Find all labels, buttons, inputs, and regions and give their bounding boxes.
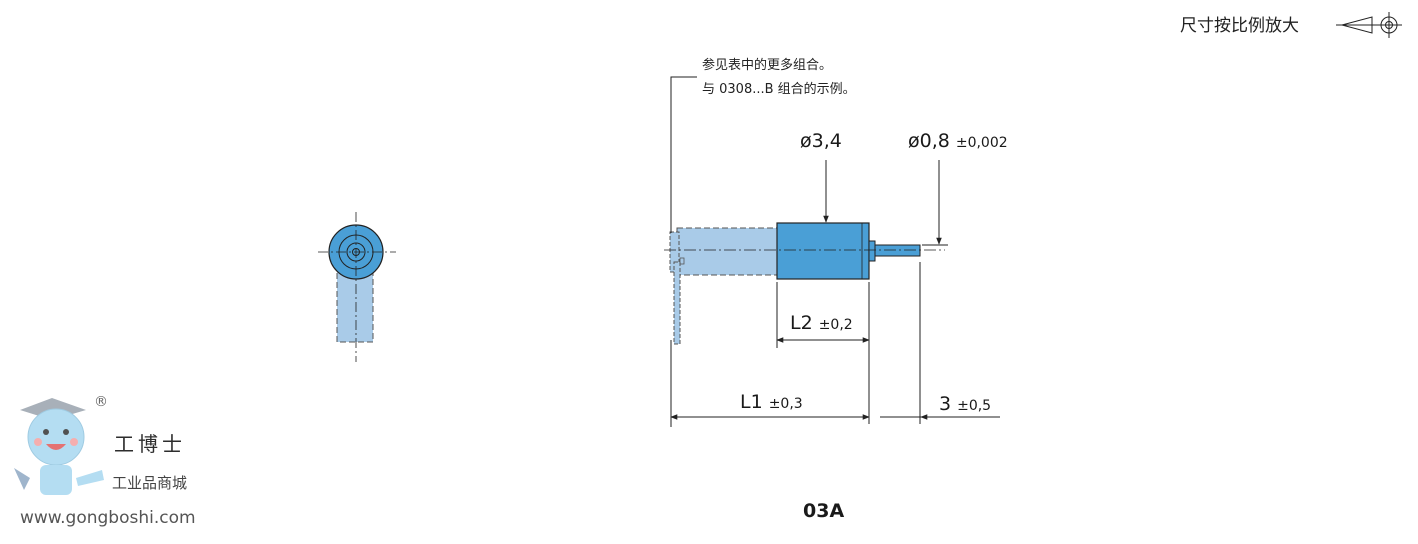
dim-l2-value: L2 — [790, 312, 813, 334]
watermark-subtitle: 工业品商城 — [112, 474, 188, 492]
dim-l1-tol: ±0,3 — [768, 396, 803, 412]
dimension-lines — [670, 160, 1000, 427]
dim-body-diameter-value: ø3,4 — [800, 130, 842, 152]
dim-l2-tol: ±0,2 — [818, 317, 853, 333]
dim-shaft-length-value: 3 — [939, 393, 952, 415]
dim-body-diameter: ø3,4 — [800, 130, 842, 152]
dim-l1-value: L1 — [740, 391, 763, 413]
watermark-brand: 工博士 — [114, 432, 186, 456]
note-line-1: 参见表中的更多组合。 — [702, 58, 833, 73]
model-label: 03A — [803, 500, 845, 522]
dim-shaft-diameter: ø0,8 ±0,002 — [908, 130, 1008, 152]
motor-shaft — [874, 244, 921, 257]
note-leader — [670, 76, 697, 233]
front-view — [318, 212, 396, 362]
projection-symbol-icon — [1336, 12, 1402, 38]
watermark-url: www.gongboshi.com — [20, 508, 196, 528]
mascot-logo-icon — [14, 398, 104, 495]
dim-l1: L1 ±0,3 — [740, 391, 803, 413]
note-line-2: 与 0308...B 组合的示例。 — [702, 82, 856, 97]
dim-l2: L2 ±0,2 — [790, 312, 853, 334]
registered-mark: ® — [94, 394, 108, 410]
dim-shaft-length: 3 ±0,5 — [939, 393, 991, 415]
motor-body — [776, 222, 870, 280]
dim-shaft-length-tol: ±0,5 — [957, 398, 992, 414]
scale-label: 尺寸按比例放大 — [1180, 16, 1299, 36]
dim-shaft-diameter-tol: ±0,002 — [955, 135, 1008, 151]
dim-shaft-diameter-value: ø0,8 — [908, 130, 950, 152]
side-view — [664, 222, 945, 345]
